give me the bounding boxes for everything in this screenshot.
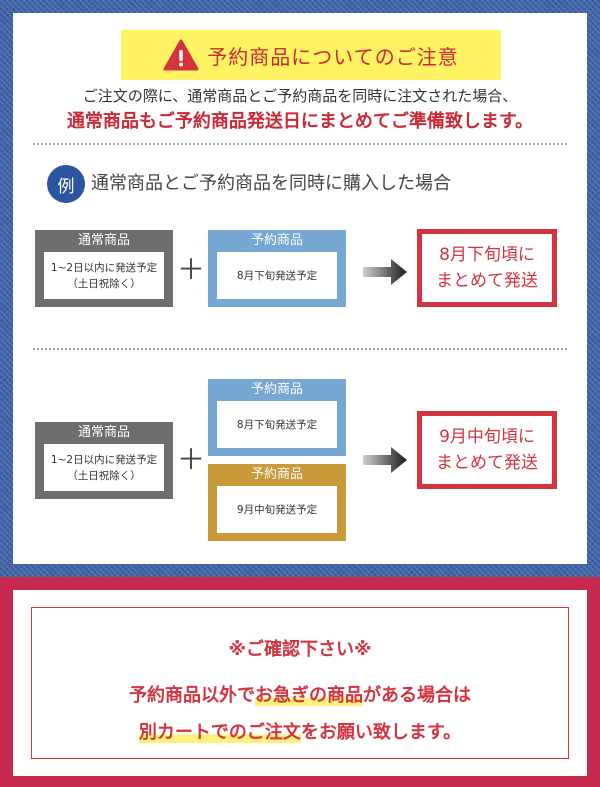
bottom-panel-frame: ※ご確認下さい※ 予約商品以外でお急ぎの商品がある場合は 別カートでのご注文をお… (0, 577, 600, 787)
shipping-result-date: 8月下旬頃に (439, 245, 535, 265)
normal-item-box: 通常商品 1~2日以内に発送予定 （土日祝除く） (35, 422, 173, 499)
confirmation-notice: ※ご確認下さい※ 予約商品以外でお急ぎの商品がある場合は 別カートでのご注文をお… (31, 607, 569, 759)
arrow-right-icon (363, 259, 407, 285)
notice-text: がある場合は (363, 685, 471, 706)
notice-highlight: お急ぎの商品 (255, 685, 363, 706)
normal-item-title: 通常商品 (77, 233, 130, 248)
shipping-result-date: 9月中旬頃に (439, 427, 535, 447)
normal-item-detail: 1~2日以内に発送予定 （土日祝除く） (44, 252, 164, 299)
intro-text: ご注文の際に、通常商品とご予約商品を同時に注文された場合、 (82, 87, 518, 105)
normal-item-box: 通常商品 1~2日以内に発送予定 （土日祝除く） (35, 230, 173, 307)
preorder-item-box: 予約商品 8月下旬発送予定 (208, 379, 346, 456)
preorder-item-title: 予約商品 (250, 382, 303, 397)
dotted-divider (33, 348, 567, 350)
notice-title: ※ご確認下さい※ (228, 639, 372, 660)
shipping-result-box: 8月下旬頃に まとめて発送 (417, 229, 557, 307)
notice-line-1: 予約商品以外でお急ぎの商品がある場合は (32, 681, 568, 707)
dotted-divider (33, 143, 567, 145)
normal-item-note: （土日祝除く） (67, 277, 141, 290)
preorder-item-title: 予約商品 (250, 233, 303, 248)
example-title: 通常商品とご予約商品を同時に購入した場合 (91, 173, 451, 194)
preorder-item-schedule: 9月中旬発送予定 (236, 503, 318, 516)
intro-emphasis: 通常商品もご予約商品発送日にまとめてご準備致します。 (66, 111, 534, 132)
preorder-item-box: 予約商品 9月中旬発送予定 (208, 464, 346, 541)
notice-line-2: 別カートでのご注文をお願い致します。 (32, 718, 568, 744)
notice-banner: 予約商品についてのご注意 (121, 30, 501, 80)
normal-item-detail: 1~2日以内に発送予定 （土日祝除く） (44, 444, 164, 491)
notice-highlight: 別カートでのご注文 (138, 722, 301, 743)
bottom-panel: ※ご確認下さい※ 予約商品以外でお急ぎの商品がある場合は 別カートでのご注文をお… (13, 590, 587, 776)
shipping-result-method: まとめて発送 (436, 271, 538, 291)
normal-item-note: （土日祝除く） (67, 469, 141, 482)
normal-item-title: 通常商品 (77, 425, 130, 440)
plus-sign: ＋ (177, 253, 206, 286)
preorder-item-detail: 8月下旬発送予定 (217, 252, 337, 299)
plus-sign: ＋ (177, 443, 206, 476)
preorder-item-schedule: 8月下旬発送予定 (236, 269, 318, 282)
shipping-result-method: まとめて発送 (436, 453, 538, 473)
arrow-right-icon (363, 447, 407, 473)
preorder-item-schedule: 8月下旬発送予定 (236, 418, 318, 431)
preorder-item-title: 予約商品 (250, 467, 303, 482)
notice-text: 予約商品以外で (129, 685, 255, 706)
preorder-item-box: 予約商品 8月下旬発送予定 (208, 230, 346, 307)
notice-text: をお願い致します。 (300, 722, 462, 743)
shipping-result-box: 9月中旬頃に まとめて発送 (417, 411, 557, 489)
top-panel-frame: 予約商品についてのご注意 ご注文の際に、通常商品とご予約商品を同時に注文された場… (0, 0, 600, 577)
warning-icon (163, 39, 199, 71)
preorder-item-detail: 8月下旬発送予定 (217, 401, 337, 448)
normal-item-schedule: 1~2日以内に発送予定 (50, 261, 158, 274)
example-badge: 例 (47, 165, 85, 203)
normal-item-schedule: 1~2日以内に発送予定 (50, 453, 158, 466)
preorder-item-detail: 9月中旬発送予定 (217, 486, 337, 533)
banner-title: 予約商品についてのご注意 (207, 44, 459, 69)
top-panel: 予約商品についてのご注意 ご注文の際に、通常商品とご予約商品を同時に注文された場… (13, 13, 587, 564)
